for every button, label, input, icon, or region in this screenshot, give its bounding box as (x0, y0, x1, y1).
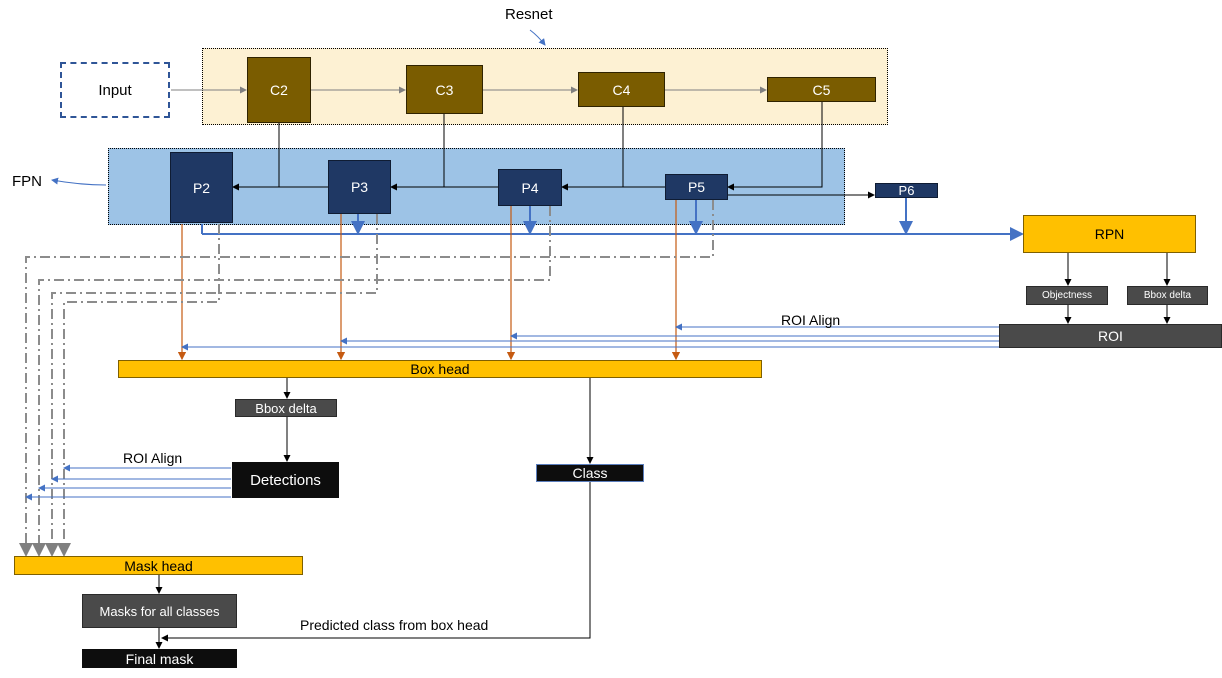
class-label: Class (572, 465, 608, 481)
masks-label: Masks for all classes (99, 603, 220, 619)
roi-node: ROI (999, 324, 1222, 348)
rpn-label: RPN (1094, 226, 1125, 242)
input-node: Input (60, 62, 170, 118)
node-c2: C2 (247, 57, 311, 123)
class-node: Class (536, 464, 644, 482)
node-p6: P6 (875, 183, 938, 198)
final-mask-label: Final mask (125, 650, 194, 667)
node-c4-label: C4 (612, 81, 631, 98)
detections-label: Detections (250, 471, 321, 489)
node-c5-label: C5 (812, 81, 831, 98)
masks-node: Masks for all classes (82, 594, 237, 628)
node-c3: C3 (406, 65, 483, 114)
rpn-bbox-delta-node: Bbox delta (1127, 286, 1208, 305)
mask-head-node: Mask head (14, 556, 303, 575)
node-p3: P3 (328, 160, 391, 214)
node-p4-label: P4 (521, 179, 539, 196)
rpn-roi-align-label: ROI Align (781, 312, 841, 328)
node-c4: C4 (578, 72, 665, 107)
detections-node: Detections (232, 462, 339, 498)
node-p5: P5 (665, 174, 728, 200)
node-c5: C5 (767, 77, 876, 102)
node-p5-label: P5 (687, 179, 706, 195)
node-p4: P4 (498, 169, 562, 206)
node-p3-label: P3 (350, 179, 369, 195)
node-p2-label: P2 (192, 179, 211, 196)
final-mask-node: Final mask (82, 649, 237, 668)
node-p2: P2 (170, 152, 233, 223)
node-c3-label: C3 (435, 81, 454, 98)
box-head-node: Box head (118, 360, 762, 378)
predicted-class-label: Predicted class from box head (300, 617, 489, 633)
box-bbox-delta-label: Bbox delta (255, 400, 317, 416)
node-c2-label: C2 (270, 82, 288, 98)
node-p6-label: P6 (898, 183, 915, 198)
rpn-bbox-delta-label: Bbox delta (1143, 290, 1192, 301)
roi-label: ROI (1098, 328, 1123, 344)
fpn-title: FPN (12, 173, 42, 190)
box-bbox-delta-node: Bbox delta (235, 399, 337, 417)
objectness-node: Objectness (1026, 286, 1108, 305)
box-head-label: Box head (410, 361, 470, 377)
mask-head-label: Mask head (124, 557, 193, 574)
rpn-node: RPN (1023, 215, 1196, 253)
resnet-title: Resnet (505, 6, 553, 23)
input-label: Input (98, 81, 132, 99)
objectness-label: Objectness (1041, 290, 1093, 301)
box-roi-align-label: ROI Align (123, 450, 183, 466)
